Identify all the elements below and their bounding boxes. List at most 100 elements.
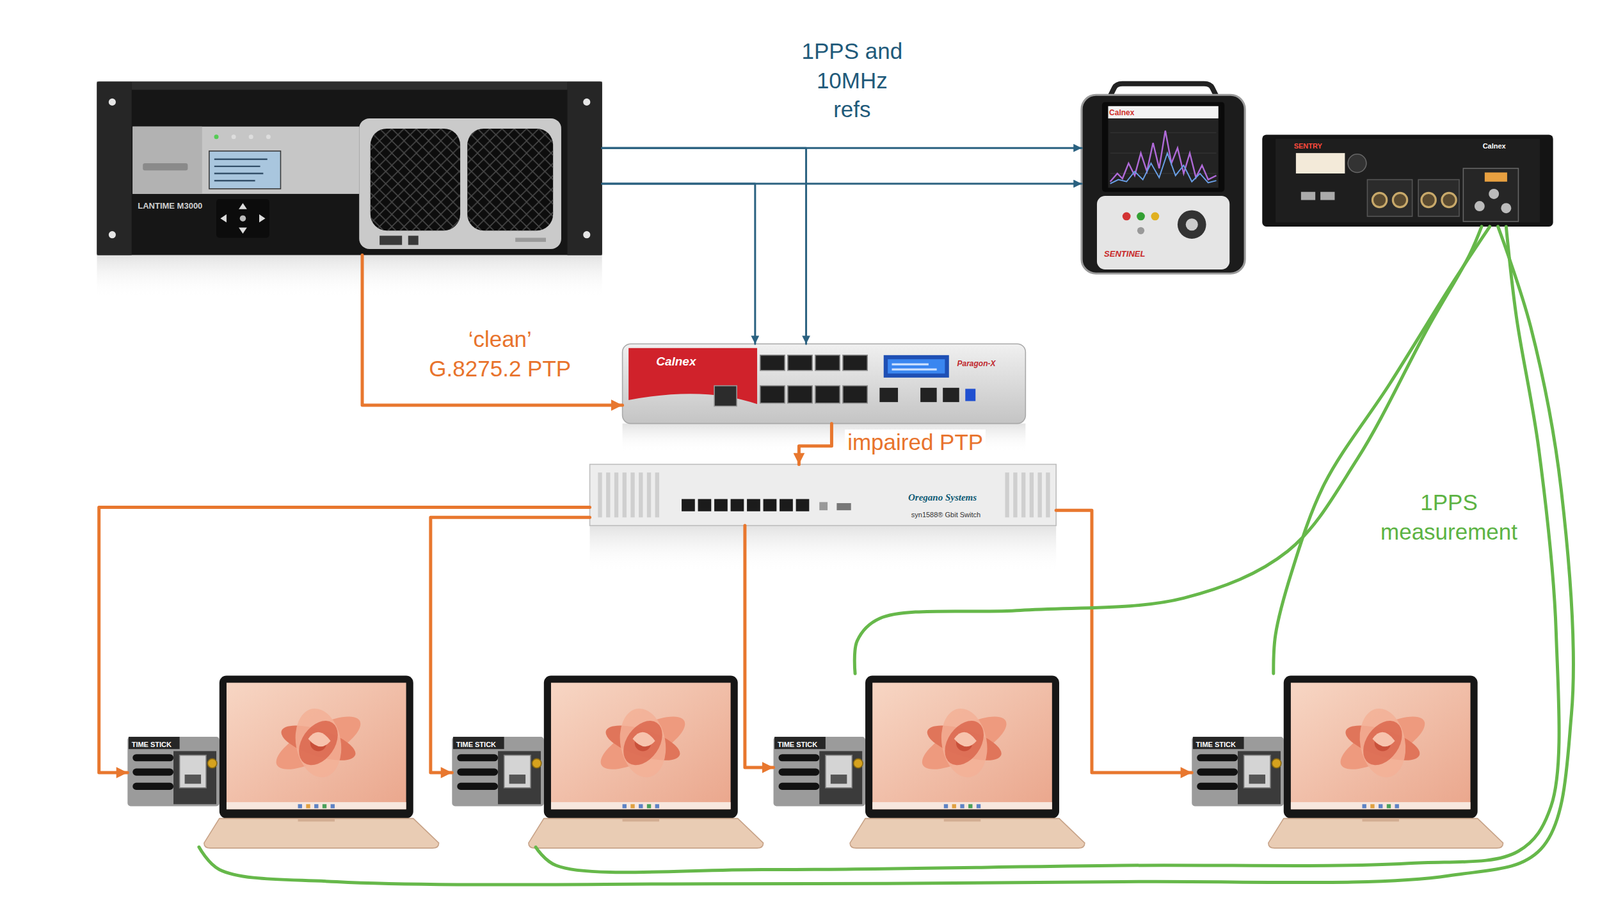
input-module [1463, 168, 1519, 222]
sfp-cage [760, 355, 785, 371]
vent-slots [1045, 472, 1050, 518]
text-slot: TIME STICK [456, 737, 496, 750]
vent-slots [606, 472, 610, 518]
lcd-display [887, 359, 945, 374]
bnc-port [1421, 192, 1436, 207]
fan-grille [370, 128, 461, 231]
sma-port [1488, 188, 1499, 200]
ethernet-ports [746, 499, 761, 512]
lcd-display [209, 151, 281, 189]
device-model: LANTIME M3000 [137, 201, 203, 211]
power-button [819, 501, 828, 511]
text-slot: Paragon-X [957, 357, 996, 369]
status-led [231, 134, 237, 139]
text-slot: TIME STICK [777, 737, 818, 750]
vent-slots [1029, 472, 1034, 518]
board-label: TIME STICK [131, 740, 172, 749]
lcd-line [891, 363, 928, 366]
brand-logo: Calnex [656, 355, 696, 369]
bnc-port [1372, 192, 1387, 207]
ptp-link [798, 423, 832, 465]
port [920, 387, 937, 402]
sfp-cage [787, 355, 813, 371]
usb-port [836, 503, 851, 511]
sentry-analyser-art [1262, 134, 1553, 226]
reference-signal-line [602, 147, 807, 344]
ethernet-ports [698, 499, 712, 512]
nav-keypad [216, 199, 270, 239]
edge-label-slot: ‘clean’ G.8275.2 PTP [421, 324, 579, 383]
screen-bezel [1102, 101, 1225, 192]
text-slot: SENTINEL [1104, 247, 1145, 260]
product-name: syn1588® Gbit Switch [911, 510, 981, 519]
screen [1108, 106, 1219, 189]
status-display [1296, 152, 1346, 174]
vent-slots [655, 472, 660, 518]
nav-pad [1347, 154, 1367, 173]
ptp-link [1056, 510, 1192, 773]
lcd-lines [214, 158, 268, 160]
logo-panel [132, 126, 202, 194]
ethernet-ports [779, 499, 793, 512]
brand-logo: Oregano Systems [908, 492, 977, 504]
rj45-port [815, 385, 840, 404]
ethernet-ports [714, 499, 728, 512]
ethernet-ports [730, 499, 745, 512]
vent-slots [614, 472, 619, 518]
control-dial [1177, 209, 1207, 239]
rack-hole [108, 231, 116, 239]
fan-grille [467, 128, 553, 231]
ptp-link [744, 525, 774, 768]
ethernet-ports [796, 499, 810, 512]
reference-signal-line [602, 183, 756, 344]
front-panel [132, 126, 360, 194]
vent-slots [1037, 472, 1042, 518]
text-slot: Calnex [1109, 106, 1135, 118]
rack-hole [108, 98, 116, 106]
bnc-port [1392, 192, 1407, 207]
laptop-illustration [127, 675, 439, 848]
rack-hole [583, 98, 591, 106]
vent-slots [647, 472, 651, 518]
vent-slots [597, 472, 602, 518]
board-label: TIME STICK [456, 740, 496, 749]
lcd-display [883, 355, 950, 378]
nav-key [259, 214, 266, 223]
vent-slots [1004, 472, 1009, 518]
chassis [590, 464, 1057, 526]
laptop-illustration [451, 675, 763, 848]
edge-label-slot: 1PPS and 10MHz refs [795, 36, 909, 125]
nav-key [220, 214, 227, 223]
rj45-port [714, 385, 737, 407]
connector-label: impaired PTP [844, 429, 986, 456]
sma-port [1500, 202, 1512, 214]
status-led [266, 134, 271, 139]
chassis [622, 343, 1026, 424]
connector-label: 1PPS and 10MHz refs [795, 36, 909, 125]
sentinel-analyser: CalnexSENTINEL [1081, 94, 1245, 274]
logo-bar [142, 163, 188, 171]
device-reflection [590, 525, 1057, 573]
nav-key [238, 227, 248, 235]
channel-block [1367, 179, 1412, 217]
device-reflection [96, 255, 602, 299]
grandmaster-clock-art [96, 81, 602, 299]
text-slot: TIME STICK [1196, 737, 1236, 750]
nav-key [240, 215, 247, 222]
product-name: Paragon-X [957, 359, 996, 368]
vent-slots [1021, 472, 1026, 518]
rj45-port [787, 385, 813, 404]
spectrum-trace [1110, 152, 1217, 184]
instrument-body [1081, 94, 1245, 274]
pps-measurement-cable [199, 226, 1574, 885]
usb-port [408, 235, 419, 245]
board-label: TIME STICK [777, 740, 818, 749]
lcd-lines [214, 172, 264, 175]
red-swoosh [628, 348, 758, 405]
lcd-lines [214, 179, 256, 182]
bnc-port [1441, 192, 1456, 207]
rack-chassis [1262, 134, 1553, 226]
laptop-illustration [1191, 675, 1503, 848]
